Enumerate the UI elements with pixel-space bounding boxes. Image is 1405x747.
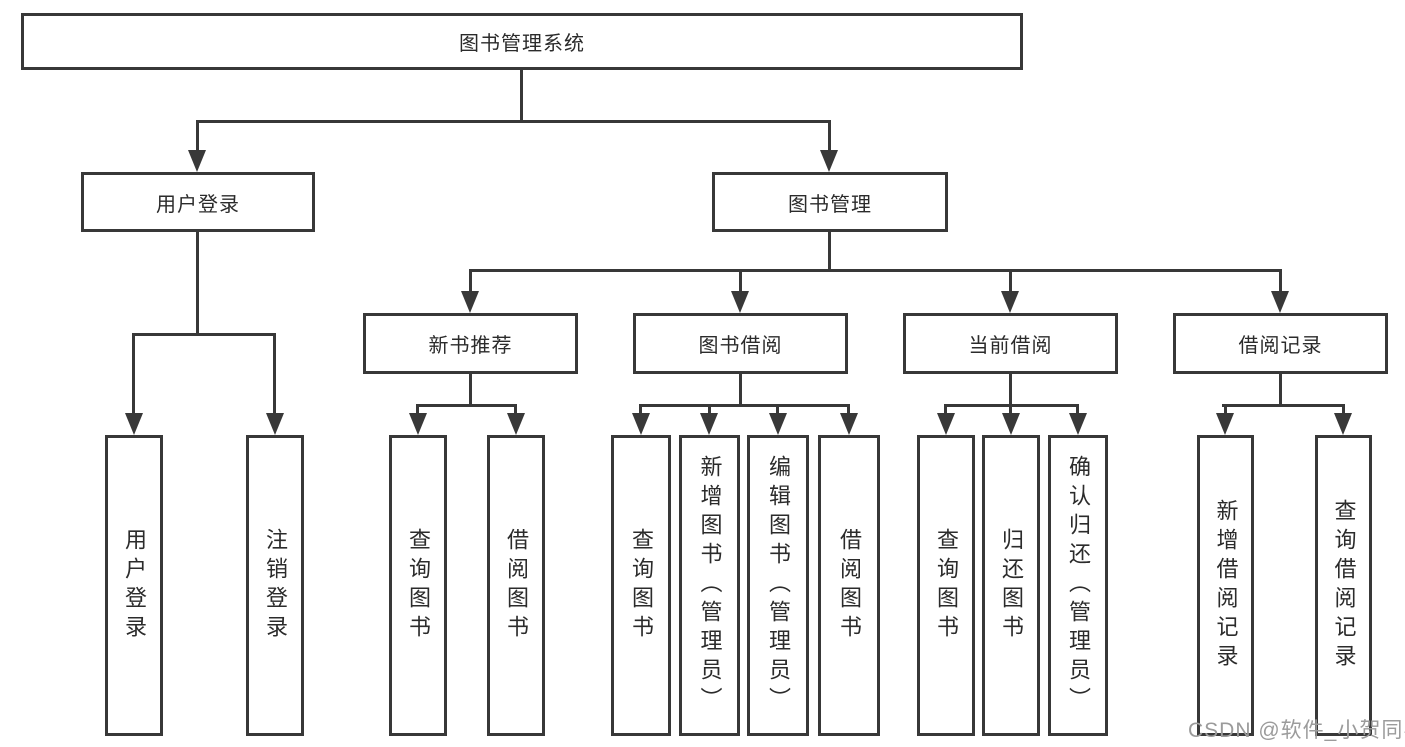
connector-root-rail bbox=[196, 120, 831, 123]
node-borrowing-records: 借阅记录 bbox=[1173, 313, 1388, 374]
connector-book-mgmt-stem bbox=[828, 230, 831, 272]
arrow-down-nb-query bbox=[409, 413, 427, 435]
arrow-down-bb-query bbox=[632, 413, 650, 435]
arrow-down-cb-return bbox=[1002, 413, 1020, 435]
arrow-down-new-book bbox=[461, 291, 479, 313]
connector-drop-br-add bbox=[1224, 404, 1227, 415]
leaf-br-add-record-label: 新增借阅记录 bbox=[1213, 498, 1239, 673]
arrow-down-bb-borrow bbox=[840, 413, 858, 435]
leaf-cb-return-books-label: 归还图书 bbox=[999, 527, 1024, 644]
connector-drop-logout-leaf bbox=[273, 333, 276, 415]
leaf-bb-edit-books-admin: 编辑图书（管理员） bbox=[747, 435, 809, 736]
node-book-mgmt-label: 图书管理 bbox=[788, 193, 872, 216]
connector-drop-br-query bbox=[1342, 404, 1345, 415]
arrow-down-user-login bbox=[188, 150, 206, 172]
leaf-bb-query-books: 查询图书 bbox=[611, 435, 671, 736]
leaf-nb-borrow-books: 借阅图书 bbox=[487, 435, 545, 736]
connector-drop-book-borrow bbox=[739, 269, 742, 293]
connector-drop-new-book bbox=[469, 269, 472, 293]
connector-drop-bb-query bbox=[639, 404, 642, 415]
connector-drop-bb-edit bbox=[776, 404, 779, 415]
csdn-watermark: CSDN @软件_小贺同学 bbox=[1188, 719, 1405, 742]
connector-borrow-record-stem bbox=[1279, 372, 1282, 407]
arrow-down-login-leaf bbox=[125, 413, 143, 435]
connector-drop-bb-add bbox=[708, 404, 711, 415]
arrow-down-cb-query bbox=[937, 413, 955, 435]
node-book-borrowing: 图书借阅 bbox=[633, 313, 848, 374]
leaf-logout-label: 注销登录 bbox=[263, 527, 288, 644]
connector-user-login-stem bbox=[196, 230, 199, 336]
leaf-bb-borrow-books-label: 借阅图书 bbox=[837, 527, 862, 644]
node-book-mgmt: 图书管理 bbox=[712, 172, 948, 232]
connector-drop-cb-confirm bbox=[1076, 404, 1079, 415]
leaf-bb-query-books-label: 查询图书 bbox=[629, 527, 654, 644]
arrow-down-logout-leaf bbox=[266, 413, 284, 435]
node-current-borrowing: 当前借阅 bbox=[903, 313, 1118, 374]
arrow-down-book-borrow bbox=[731, 291, 749, 313]
node-book-borrowing-label: 图书借阅 bbox=[698, 335, 783, 357]
leaf-cb-query-books-label: 查询图书 bbox=[934, 527, 959, 644]
leaf-user-login-label: 用户登录 bbox=[122, 527, 147, 644]
connector-book-borrow-rail bbox=[639, 404, 850, 407]
connector-root-stem bbox=[520, 69, 523, 123]
node-current-borrowing-label: 当前借阅 bbox=[968, 335, 1053, 357]
connector-drop-login-leaf bbox=[132, 333, 135, 415]
leaf-user-login: 用户登录 bbox=[105, 435, 163, 736]
leaf-br-query-record-label: 查询借阅记录 bbox=[1331, 498, 1357, 673]
connector-borrow-record-rail bbox=[1222, 404, 1345, 407]
leaf-bb-add-books-admin-label: 新增图书（管理员） bbox=[697, 455, 723, 716]
node-user-login: 用户登录 bbox=[81, 172, 315, 232]
leaf-nb-query-books-label: 查询图书 bbox=[406, 527, 431, 644]
arrow-down-book-mgmt bbox=[820, 150, 838, 172]
connector-current-borrow-stem bbox=[1009, 372, 1012, 407]
leaf-cb-confirm-return-admin-label: 确认归还（管理员） bbox=[1066, 455, 1091, 716]
arrow-down-br-add bbox=[1216, 413, 1234, 435]
node-root-label: 图书管理系统 bbox=[459, 33, 585, 55]
connector-book-mgmt-rail bbox=[469, 269, 1282, 272]
node-new-book-recommend-label: 新书推荐 bbox=[428, 335, 513, 357]
leaf-logout: 注销登录 bbox=[246, 435, 304, 736]
arrow-down-cb-confirm bbox=[1069, 413, 1087, 435]
node-user-login-label: 用户登录 bbox=[156, 193, 240, 216]
connector-drop-cb-return bbox=[1009, 404, 1012, 415]
leaf-bb-edit-books-admin-label: 编辑图书（管理员） bbox=[766, 455, 791, 716]
leaf-cb-confirm-return-admin: 确认归还（管理员） bbox=[1048, 435, 1108, 736]
arrow-down-bb-edit bbox=[769, 413, 787, 435]
arrow-down-nb-borrow bbox=[507, 413, 525, 435]
leaf-nb-borrow-books-label: 借阅图书 bbox=[504, 527, 529, 644]
node-borrowing-records-label: 借阅记录 bbox=[1238, 335, 1323, 357]
leaf-cb-return-books: 归还图书 bbox=[982, 435, 1040, 736]
leaf-bb-borrow-books: 借阅图书 bbox=[818, 435, 880, 736]
leaf-nb-query-books: 查询图书 bbox=[389, 435, 447, 736]
leaf-bb-add-books-admin: 新增图书（管理员） bbox=[679, 435, 740, 736]
connector-drop-current-borrow bbox=[1009, 269, 1012, 293]
connector-user-login-rail bbox=[132, 333, 276, 336]
arrow-down-borrow-record bbox=[1271, 291, 1289, 313]
connector-drop-nb-query bbox=[416, 404, 419, 415]
arrow-down-bb-add bbox=[700, 413, 718, 435]
connector-drop-nb-borrow bbox=[514, 404, 517, 415]
connector-drop-book-mgmt bbox=[828, 120, 831, 152]
connector-new-book-stem bbox=[469, 372, 472, 407]
connector-book-borrow-stem bbox=[739, 372, 742, 407]
connector-drop-cb-query bbox=[944, 404, 947, 415]
arrow-down-br-query bbox=[1334, 413, 1352, 435]
leaf-br-query-record: 查询借阅记录 bbox=[1315, 435, 1372, 736]
arrow-down-current-borrow bbox=[1001, 291, 1019, 313]
node-root: 图书管理系统 bbox=[21, 13, 1023, 70]
connector-new-book-rail bbox=[416, 404, 517, 407]
connector-drop-bb-borrow bbox=[847, 404, 850, 415]
node-new-book-recommend: 新书推荐 bbox=[363, 313, 578, 374]
leaf-cb-query-books: 查询图书 bbox=[917, 435, 975, 736]
connector-drop-user-login bbox=[196, 120, 199, 152]
leaf-br-add-record: 新增借阅记录 bbox=[1197, 435, 1254, 736]
connector-drop-borrow-record bbox=[1279, 269, 1282, 293]
